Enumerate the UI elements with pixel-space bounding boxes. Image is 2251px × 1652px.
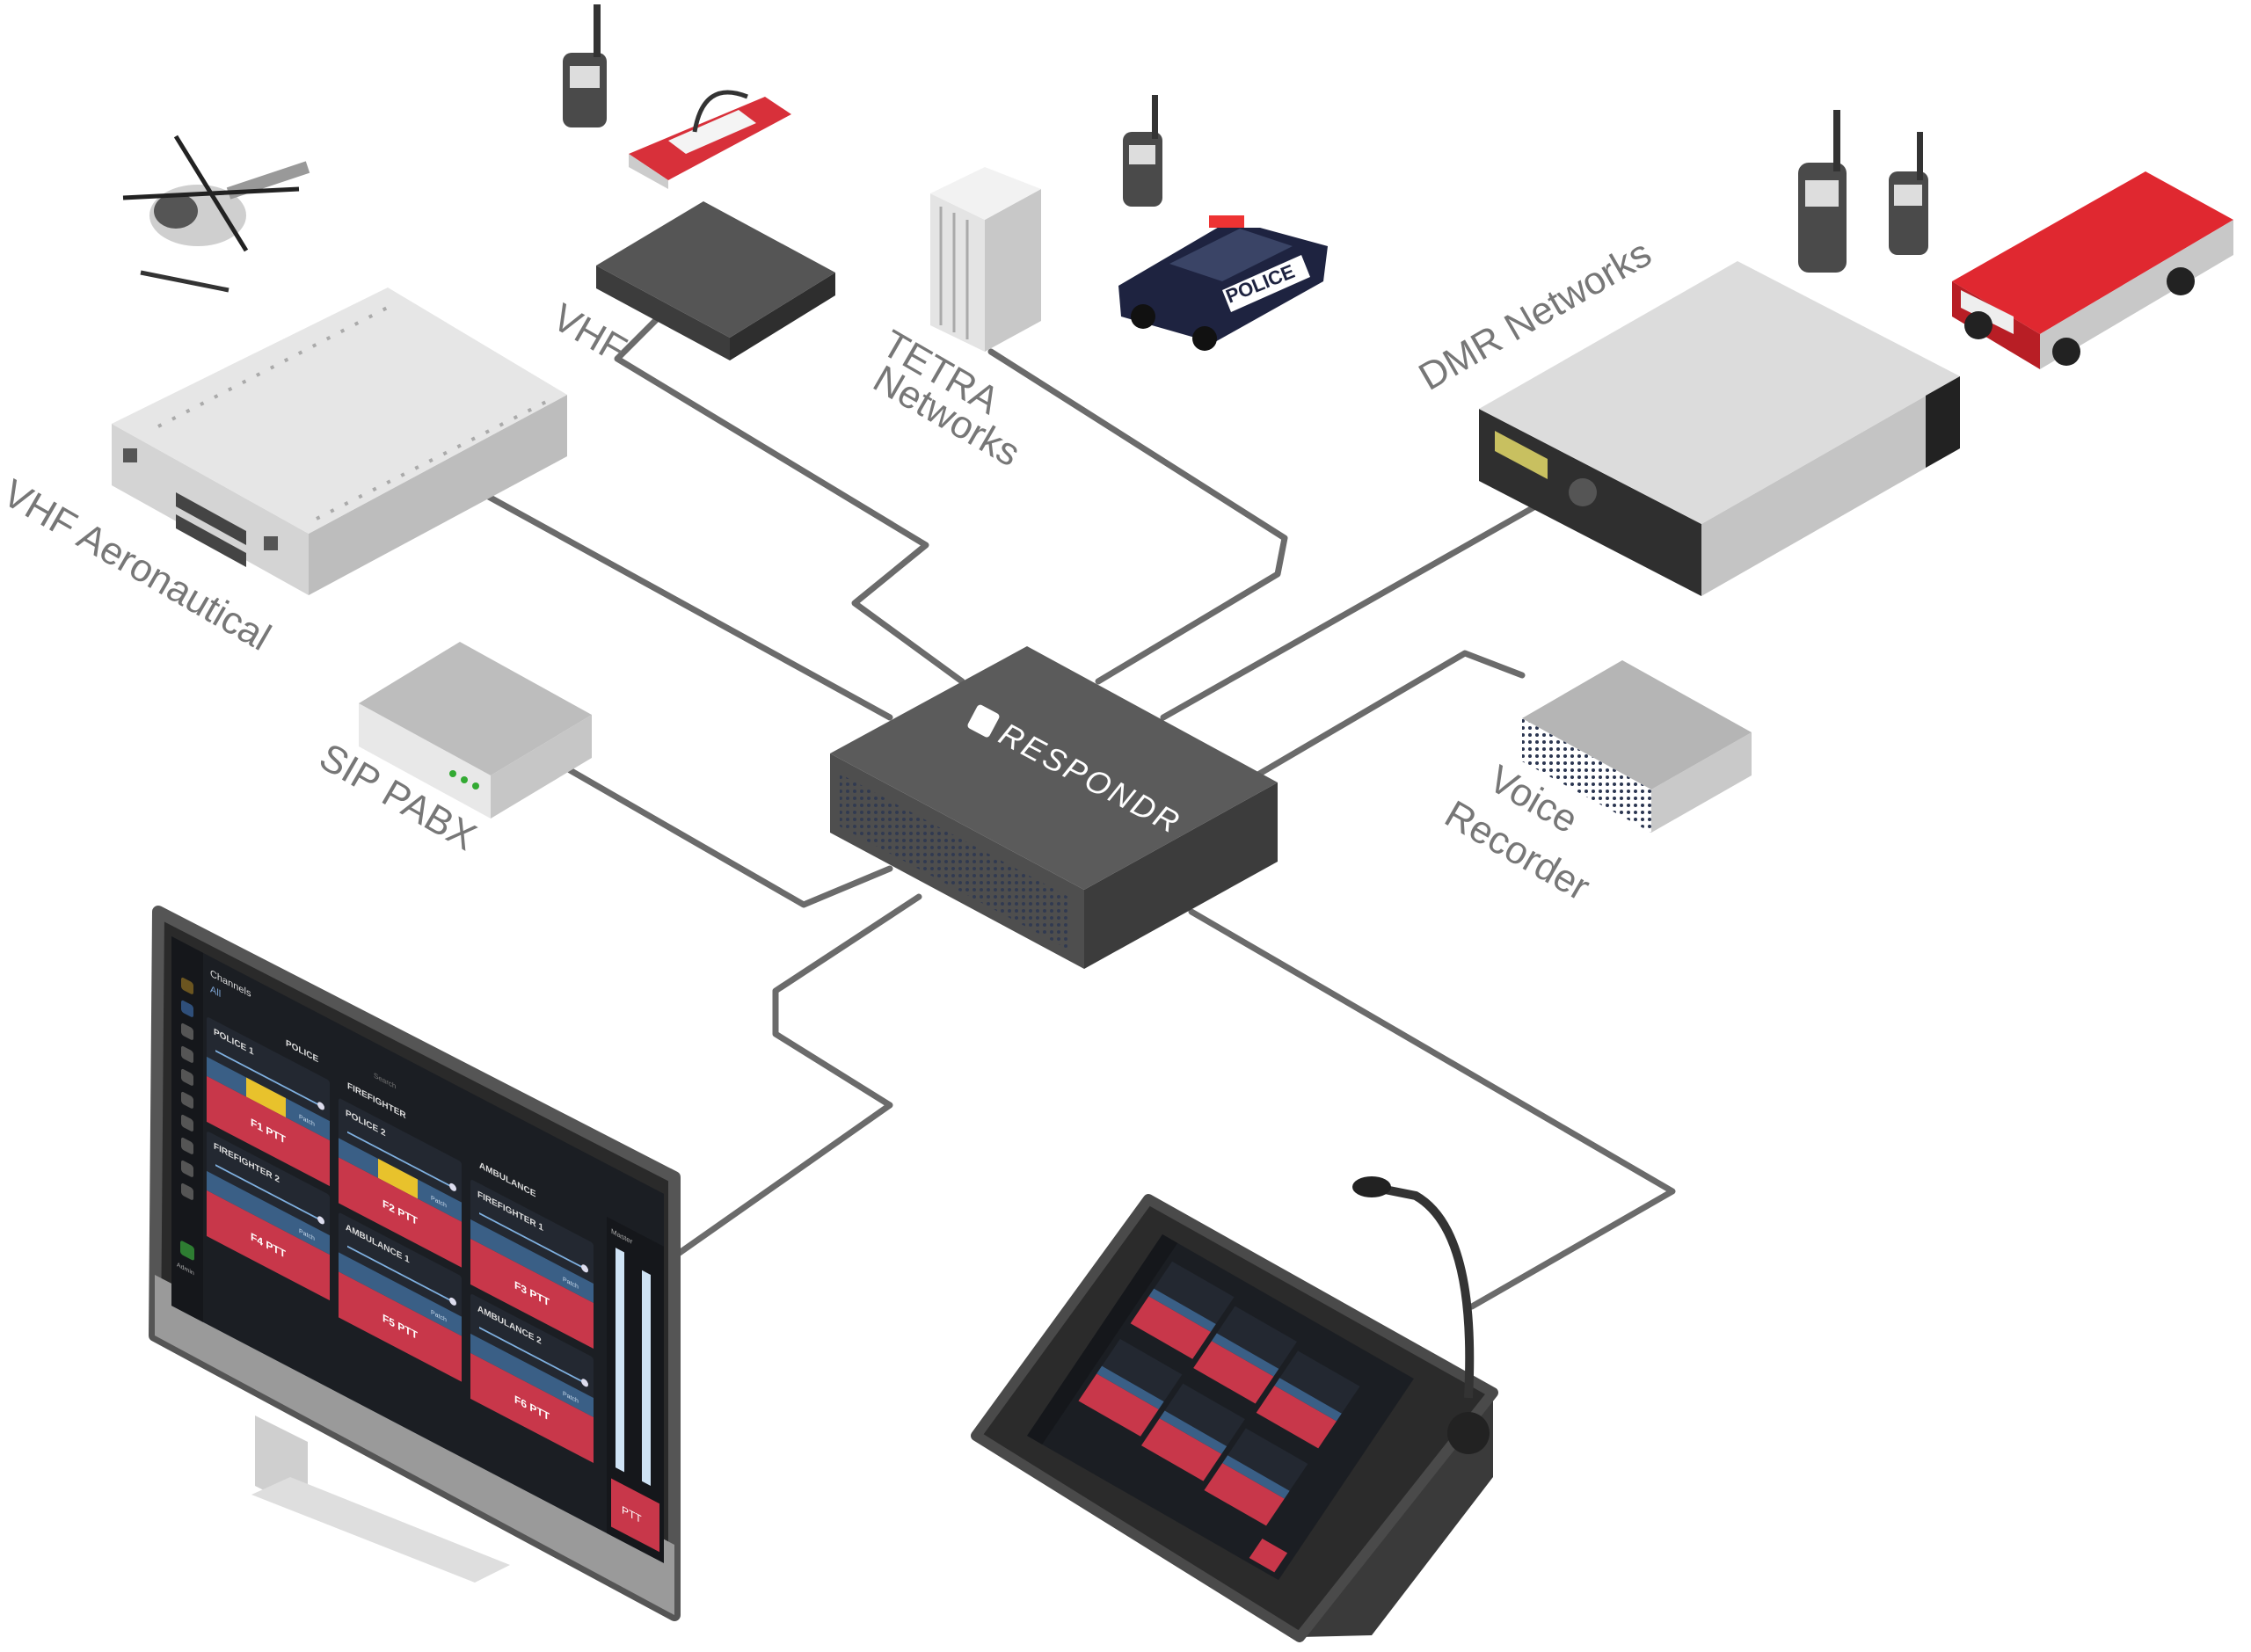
dispatch-monitor: AdminChannelsAllSearchPOLICEFIREFIGHTERA…	[149, 906, 681, 1621]
channel-controls-strip	[207, 1170, 330, 1255]
ptt-button[interactable]	[339, 1271, 462, 1382]
volume-slider[interactable]	[215, 1164, 321, 1221]
console-card[interactable]	[1227, 1428, 1308, 1491]
respondr-logo-icon	[967, 704, 1000, 738]
tetra-base-station	[930, 167, 1041, 352]
link-console	[1188, 908, 1676, 1310]
sidebar-nav-icon[interactable]	[181, 1091, 193, 1110]
microphone-gooseneck	[1371, 1183, 1475, 1399]
console-card-strip	[1159, 1410, 1227, 1454]
console-ptt-button[interactable]	[1204, 1463, 1285, 1526]
console-ptt-button[interactable]	[1140, 1418, 1222, 1481]
link-dmr	[1160, 499, 1547, 721]
console-card[interactable]	[1102, 1338, 1183, 1402]
dmr-network-unit	[1479, 261, 1960, 596]
ptt-button[interactable]	[339, 1157, 462, 1268]
channel-controls-strip	[470, 1219, 594, 1304]
microphone-icon	[1352, 1176, 1391, 1197]
console-card[interactable]	[1154, 1261, 1235, 1325]
link-voice-recorder	[1253, 650, 1526, 779]
link-sip-pabx	[550, 757, 893, 908]
channel-controls-strip	[470, 1333, 594, 1418]
sidebar-nav-icon[interactable]	[181, 1068, 193, 1087]
mic-level-meter	[642, 1270, 651, 1487]
output-level-meter	[616, 1248, 624, 1473]
active-indicator	[246, 1077, 286, 1117]
dispatch-console	[971, 1176, 1498, 1642]
console-card-strip	[1148, 1288, 1216, 1332]
handheld-radio-icon	[1123, 95, 1162, 207]
sidebar-nav-icon[interactable]	[181, 1045, 193, 1064]
handheld-radio-icon	[1798, 110, 1847, 273]
sidebar-nav-icon[interactable]	[181, 1183, 193, 1201]
handheld-radio-icon	[1889, 132, 1928, 255]
sidebar-nav-icon[interactable]	[181, 977, 193, 995]
console-card-strip	[1211, 1333, 1279, 1377]
console-card-strip	[1222, 1455, 1290, 1499]
console-ptt-button[interactable]	[1078, 1373, 1159, 1437]
volume-slider[interactable]	[347, 1131, 453, 1189]
console-ptt-button[interactable]	[1256, 1386, 1337, 1449]
volume-slider[interactable]	[479, 1327, 585, 1384]
channel-controls-strip	[339, 1252, 462, 1336]
console-screen	[1027, 1234, 1414, 1581]
volume-slider-thumb[interactable]	[317, 1101, 324, 1111]
link-monitor	[671, 893, 922, 1260]
sidebar-nav-icon[interactable]	[181, 1000, 193, 1018]
volume-slider[interactable]	[347, 1245, 453, 1303]
handheld-radio-icon	[563, 4, 607, 127]
volume-slider[interactable]	[479, 1212, 585, 1270]
boat-icon	[629, 90, 791, 189]
sidebar-nav-icon[interactable]	[181, 1137, 193, 1155]
link-tetra	[987, 348, 1288, 685]
ptt-button[interactable]	[470, 1352, 594, 1464]
console-ptt-button[interactable]	[1193, 1341, 1274, 1404]
sidebar-nav-icon[interactable]	[181, 1022, 193, 1041]
ptt-button[interactable]	[207, 1190, 330, 1301]
volume-slider-thumb[interactable]	[449, 1182, 456, 1192]
console-ptt-button[interactable]	[1130, 1296, 1211, 1359]
volume-slider-thumb[interactable]	[581, 1263, 588, 1274]
monitor-screen: AdminChannelsAllSearchPOLICEFIREFIGHTERA…	[171, 936, 664, 1563]
console-card[interactable]	[1216, 1306, 1298, 1369]
sip-pabx-box	[359, 642, 592, 819]
console-knob	[1447, 1412, 1490, 1454]
volume-slider-thumb[interactable]	[581, 1378, 588, 1388]
console-card[interactable]	[1279, 1350, 1360, 1414]
master-ptt-button[interactable]	[611, 1478, 659, 1553]
helicopter-icon	[122, 135, 310, 293]
console-card-strip	[1096, 1365, 1164, 1409]
active-indicator	[378, 1158, 418, 1199]
link-vhf	[614, 312, 965, 685]
police-car-icon: POLICE	[1118, 215, 1328, 351]
sidebar-nav-icon[interactable]	[181, 1160, 193, 1178]
admin-icon[interactable]	[180, 1240, 194, 1261]
sidebar-nav-icon[interactable]	[181, 1114, 193, 1132]
vhf-radio-box	[596, 201, 835, 360]
voice-recorder-box	[1522, 660, 1752, 833]
vhf-aeronautical-rack	[112, 287, 567, 595]
volume-slider-thumb[interactable]	[449, 1296, 456, 1306]
respondr-hub: RESPONDR	[830, 646, 1278, 969]
volume-slider-thumb[interactable]	[317, 1215, 324, 1226]
link-vhf-aeronautical	[456, 477, 893, 721]
console-card[interactable]	[1164, 1383, 1245, 1446]
console-card-strip	[1274, 1378, 1342, 1422]
volume-slider[interactable]	[215, 1050, 321, 1107]
ptt-button[interactable]	[207, 1075, 330, 1187]
fire-truck-icon	[1952, 171, 2233, 369]
connections	[456, 312, 1676, 1310]
ptt-button[interactable]	[470, 1238, 594, 1350]
